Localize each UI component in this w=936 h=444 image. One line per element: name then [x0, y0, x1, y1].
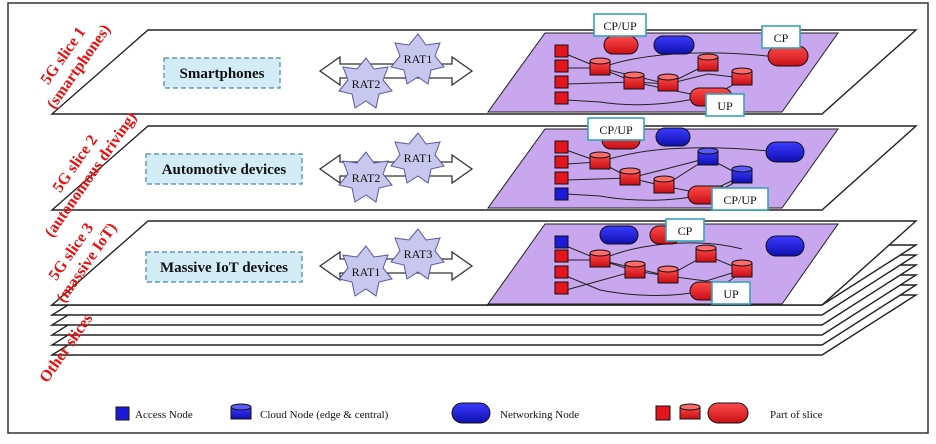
- legend-networking-node: Networking Node: [451, 402, 579, 424]
- slice-3-access-nodes: [554, 235, 569, 295]
- slice-cloud-node-icon: [679, 403, 701, 420]
- slice-3-callout-2-text: UP: [723, 287, 739, 301]
- slice-3-callout-1-text: CP: [678, 224, 693, 238]
- slice-1-rat-upper: RAT1: [404, 52, 433, 66]
- legend-networking-node-label: Networking Node: [500, 409, 579, 421]
- slice-2-callout-1-text: CP/UP: [599, 123, 633, 137]
- slice-2-rat-upper: RAT1: [404, 151, 433, 165]
- access-node-icon: [115, 406, 130, 421]
- slice-1-cloud-nodes: [589, 53, 753, 92]
- legend-cloud-node-label: Cloud Node (edge & central): [260, 409, 389, 421]
- slice-1-callout-2-text: CP: [774, 31, 789, 45]
- slice-2-device-label: Automotive devices: [162, 162, 287, 178]
- slice-2-callout-2-text: CP/UP: [723, 193, 757, 207]
- slice-2-device-box: [145, 153, 303, 185]
- slice-1-access-nodes: [554, 44, 569, 105]
- slice-1-callout-cp: CP: [761, 25, 801, 49]
- legend-part-of-slice-label: Part of slice: [770, 409, 823, 421]
- slice-1-callout-1-text: CP/UP: [603, 19, 637, 33]
- legend: Access Node Cloud Node (edge & central) …: [115, 402, 823, 424]
- legend-cloud-node: Cloud Node (edge & central): [230, 403, 389, 421]
- slice-1-device-box: [163, 57, 281, 89]
- slice-3-rat-star-lower: [338, 245, 393, 297]
- legend-access-node-label: Access Node: [135, 409, 193, 421]
- slice-2-rat-star-upper: [390, 132, 445, 184]
- slice-2-plane-group: CP/UP CP/UP Automotive devices RAT1 RAT2: [50, 117, 918, 211]
- cloud-node-icon: [230, 403, 252, 420]
- slice-3-device-label: Massive IoT devices: [160, 260, 288, 276]
- slice-3-device-box: [145, 251, 303, 283]
- slice-3-rat-upper: RAT3: [404, 247, 433, 261]
- slice-2-rat-lower: RAT2: [352, 171, 381, 185]
- slice-1-callout-3-text: UP: [717, 99, 733, 113]
- slice-1-device-label: Smartphones: [179, 66, 264, 82]
- slice-2-access-nodes: [554, 140, 569, 201]
- slice-2-cloud-nodes: [589, 147, 753, 194]
- slice-3-cloud-nodes: [589, 244, 753, 284]
- slice-1-callout-cp-up: CP/UP: [593, 13, 647, 37]
- networking-node-icon: [451, 402, 491, 424]
- slice-3-rat-star-upper: [390, 228, 445, 280]
- slice-2-callout-cp-up-2: CP/UP: [711, 187, 769, 211]
- slice-3-rat-lower: RAT1: [352, 265, 381, 279]
- slice-2-callout-cp-up-1: CP/UP: [587, 117, 645, 141]
- slice-1-rat-lower: RAT2: [352, 77, 381, 91]
- slice-networking-node-icon: [707, 402, 749, 424]
- slice-1-network-area: [487, 32, 839, 113]
- slice-1-rat-star-lower: [338, 57, 393, 109]
- slice-3-callout-up: UP: [711, 281, 751, 305]
- slice-access-node-icon: [655, 405, 671, 421]
- legend-access-node: Access Node: [115, 406, 193, 421]
- slice-3-callout-cp: CP: [665, 218, 705, 242]
- slice-1-callout-up: UP: [705, 93, 745, 117]
- slice-1-rat-star-upper: [390, 33, 445, 85]
- slice-1-plane-group: CP/UP CP UP Smartphones RAT1 RAT2: [50, 13, 918, 117]
- slice-2-rat-star-lower: [338, 151, 393, 203]
- legend-part-of-slice: Part of slice: [655, 402, 823, 424]
- slice-3-plane-group: CP UP Massive IoT devices RAT3 RAT1: [50, 218, 918, 306]
